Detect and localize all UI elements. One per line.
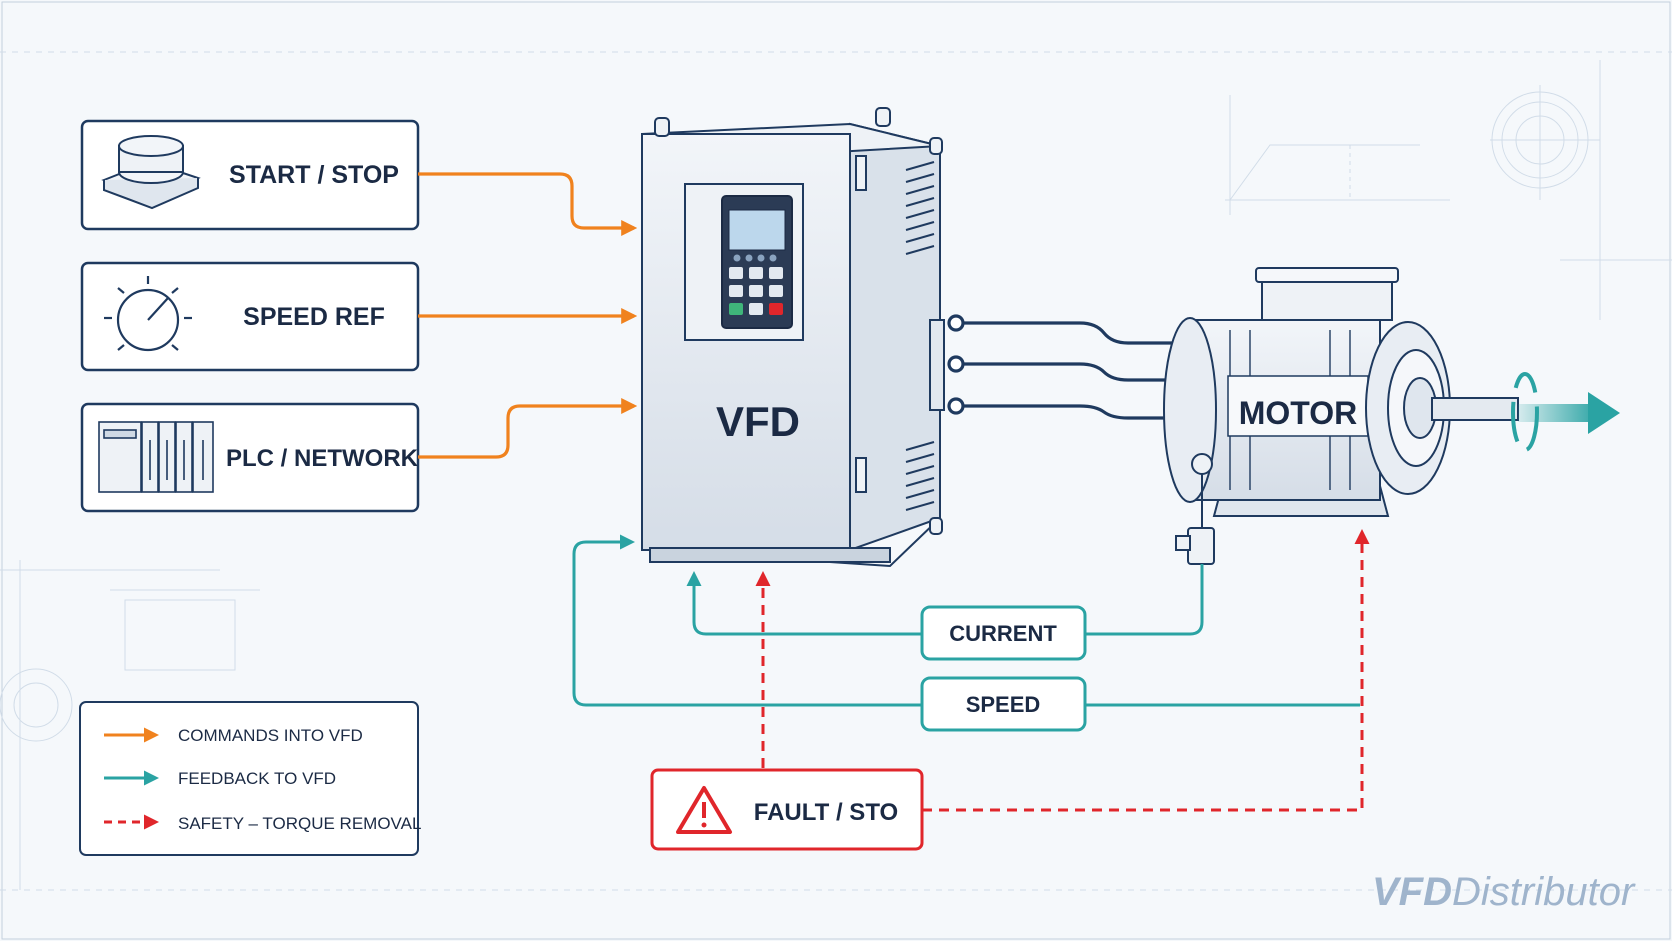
plc-rack-icon	[98, 421, 214, 493]
vfd-drive: VFD	[641, 107, 945, 568]
legend-commands: COMMANDS INTO VFD	[104, 726, 363, 745]
encoder-icon	[1175, 453, 1215, 565]
speed-ref-input: SPEED REF	[80, 261, 420, 372]
command-arrows	[418, 172, 638, 459]
legend-safety: SAFETY – TORQUE REMOVAL	[104, 814, 421, 833]
fault-sto-box: FAULT / STO	[650, 768, 924, 851]
current-feedback-line	[1085, 564, 1204, 636]
dial-icon	[104, 276, 192, 352]
speed-feedback-box: SPEED	[920, 676, 1087, 732]
vfd-label: VFD	[716, 398, 800, 445]
keypad-icon	[721, 195, 793, 329]
speed-label: SPEED	[966, 692, 1041, 717]
motor-power-lines	[947, 314, 1190, 420]
motor: MOTOR	[1163, 267, 1519, 565]
push-button-icon	[101, 135, 201, 210]
legend-feedback: FEEDBACK TO VFD	[104, 769, 336, 788]
start-stop-command-arrow	[418, 172, 638, 236]
plc-network-input: PLC / NETWORK	[80, 402, 420, 513]
motor-label: MOTOR	[1239, 395, 1358, 431]
legend: COMMANDS INTO VFD FEEDBACK TO VFD SAFETY…	[79, 701, 421, 856]
drive-vents	[905, 161, 935, 511]
speed-ref-label: SPEED REF	[243, 303, 385, 331]
start-stop-label: START / STOP	[229, 161, 399, 189]
brand-logo: VFDDistributor	[1372, 870, 1636, 914]
legend-feedback-label: FEEDBACK TO VFD	[178, 769, 336, 788]
legend-safety-label: SAFETY – TORQUE REMOVAL	[178, 814, 421, 833]
rotation-icon	[1511, 372, 1620, 452]
start-stop-input: START / STOP	[80, 119, 420, 231]
safety-lines	[755, 529, 1370, 812]
feedback-lines	[572, 534, 1360, 707]
warning-icon	[676, 786, 732, 834]
fault-sto-label: FAULT / STO	[754, 799, 898, 826]
current-feedback-box: CURRENT	[920, 605, 1087, 661]
plc-network-label: PLC / NETWORK	[226, 445, 419, 472]
plc-command-arrow	[418, 398, 638, 459]
current-label: CURRENT	[949, 621, 1057, 646]
legend-commands-label: COMMANDS INTO VFD	[178, 726, 363, 745]
sto-to-motor-line	[922, 529, 1370, 812]
